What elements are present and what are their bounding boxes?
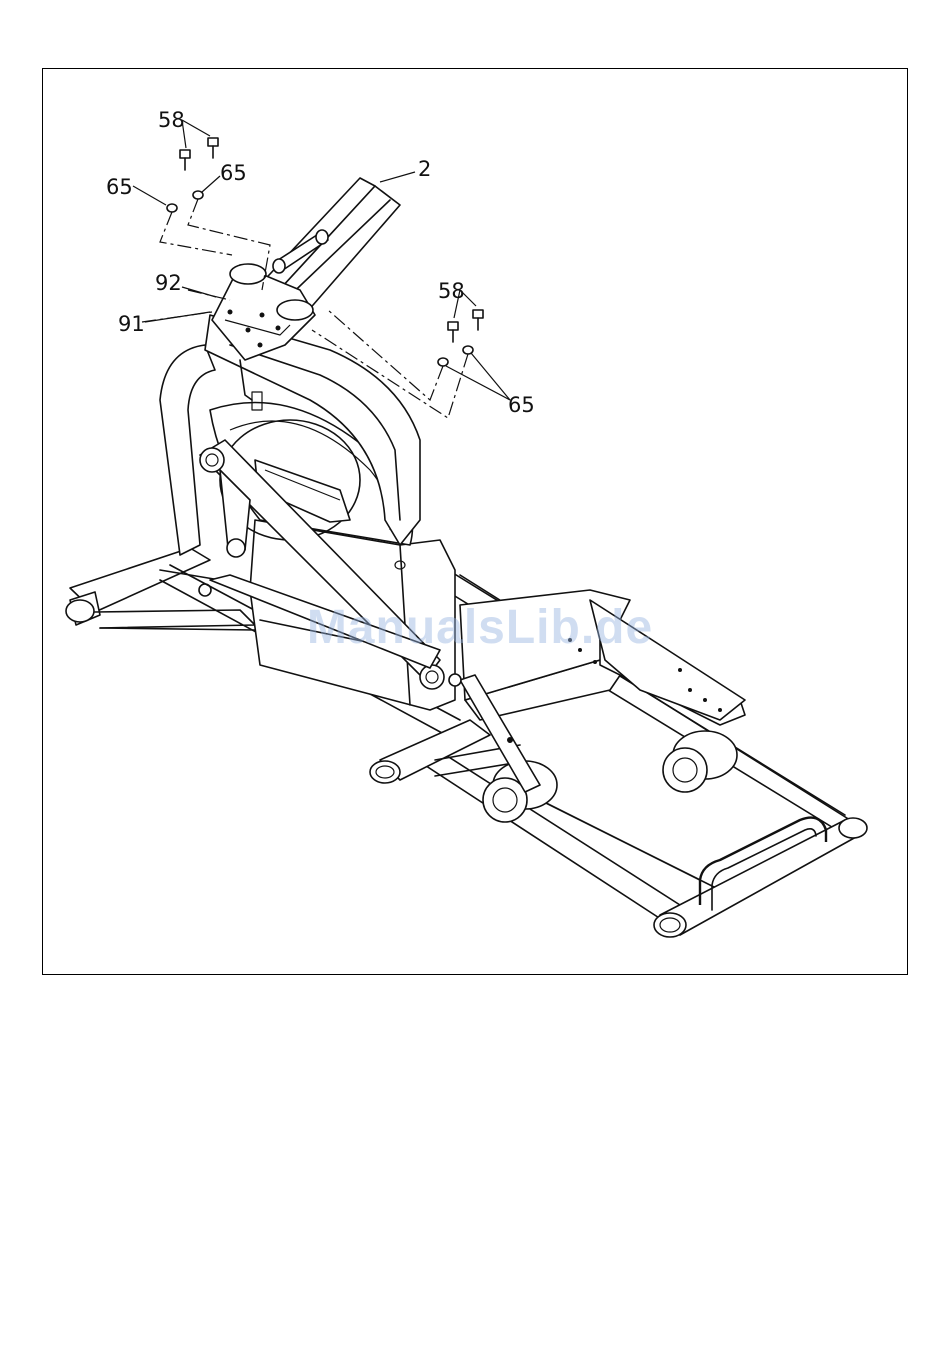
end-crossbar [654, 818, 867, 937]
callout-58-right: 58 [438, 279, 465, 303]
callout-92: 92 [155, 271, 182, 295]
rear-stabilizer [66, 548, 255, 630]
callout-2: 2 [418, 157, 431, 181]
callout-58-top: 58 [158, 108, 185, 132]
callout-91: 91 [118, 312, 145, 336]
callout-65-top-right: 65 [220, 161, 247, 185]
bolts-right [448, 310, 483, 342]
callout-65-top-left: 65 [106, 175, 133, 199]
callout-65-right: 65 [508, 393, 535, 417]
